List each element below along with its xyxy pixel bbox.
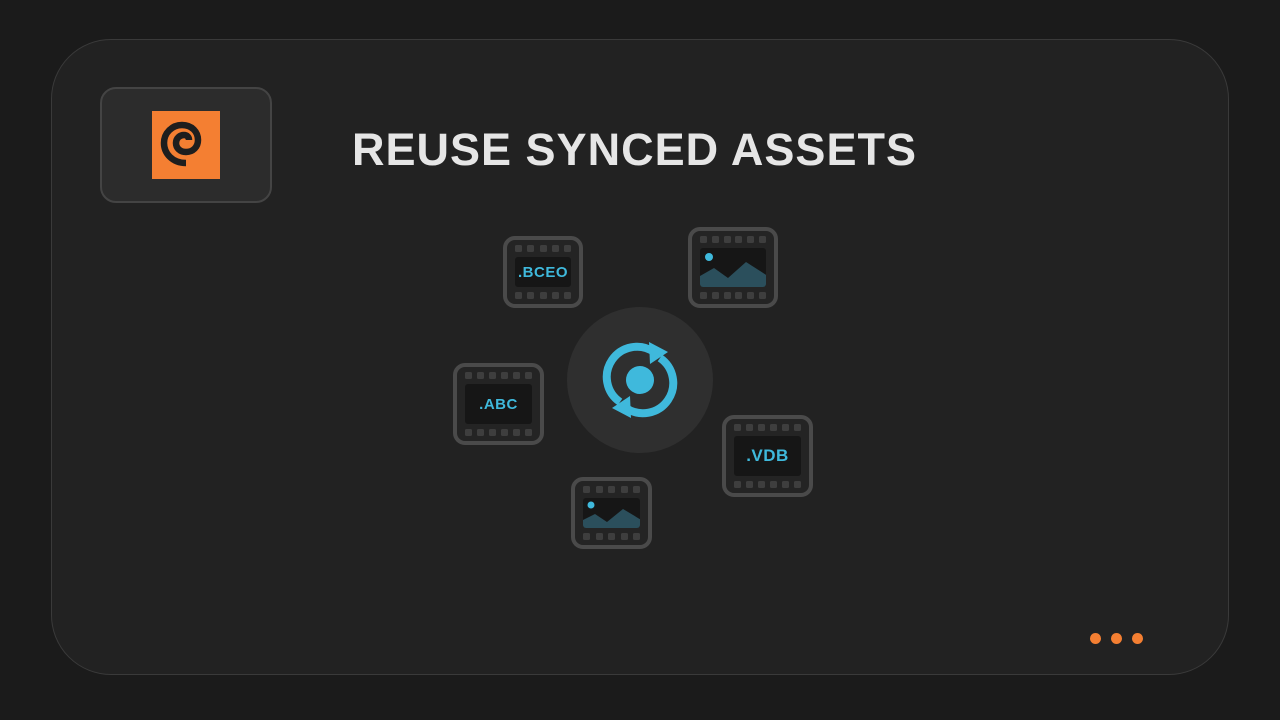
film-perforations (515, 292, 571, 299)
asset-tile-image (688, 227, 778, 308)
asset-screen: .BCEO (515, 257, 571, 287)
asset-screen (700, 248, 766, 287)
asset-tile-image-small (571, 477, 652, 549)
film-perforations (583, 486, 640, 493)
film-perforations (734, 481, 801, 488)
asset-screen: .ABC (465, 384, 532, 424)
asset-screen: .VDB (734, 436, 801, 476)
film-perforations (583, 533, 640, 540)
houdini-logo-icon (152, 111, 220, 179)
file-extension-label: .ABC (479, 395, 518, 413)
film-perforations (515, 245, 571, 252)
film-perforations (700, 292, 766, 299)
pagination-dot[interactable] (1111, 633, 1122, 644)
app-logo-tile (100, 87, 272, 203)
image-thumbnail-icon (583, 501, 640, 528)
pagination-dots[interactable] (1090, 633, 1143, 644)
film-perforations (465, 372, 532, 379)
file-extension-label: .BCEO (517, 263, 568, 281)
asset-screen (583, 498, 640, 528)
file-extension-label: .VDB (746, 446, 789, 465)
film-perforations (465, 429, 532, 436)
sync-hub (567, 307, 713, 453)
film-perforations (700, 236, 766, 243)
film-perforations (734, 424, 801, 431)
pagination-dot[interactable] (1090, 633, 1101, 644)
asset-tile-bceo: .BCEO (503, 236, 583, 308)
image-thumbnail-icon (700, 253, 766, 287)
asset-tile-vdb: .VDB (722, 415, 813, 497)
pagination-dot[interactable] (1132, 633, 1143, 644)
sync-icon (602, 342, 678, 418)
asset-tile-abc: .ABC (453, 363, 544, 445)
page-title: REUSE SYNCED ASSETS (352, 124, 917, 175)
